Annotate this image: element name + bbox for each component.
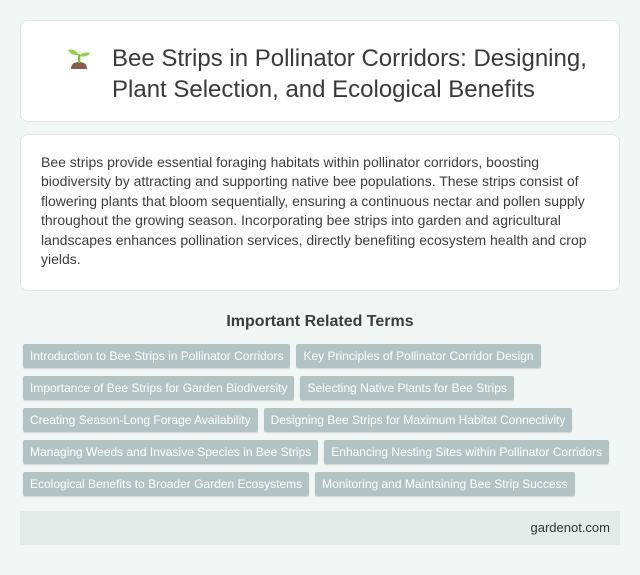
related-term-tag[interactable]: Key Principles of Pollinator Corridor De… (296, 344, 541, 368)
related-term-tag[interactable]: Managing Weeds and Invasive Species in B… (23, 440, 319, 464)
related-term-tag[interactable]: Monitoring and Maintaining Bee Strip Suc… (315, 472, 575, 496)
intro-paragraph: Bee strips provide essential foraging ha… (41, 154, 587, 268)
related-term-tag[interactable]: Designing Bee Strips for Maximum Habitat… (263, 408, 573, 432)
related-term-tag[interactable]: Ecological Benefits to Broader Garden Ec… (23, 472, 310, 496)
title-card: Bee Strips in Pollinator Corridors: Desi… (20, 20, 620, 122)
footer: gardenot.com (20, 511, 620, 545)
related-term-tag[interactable]: Introduction to Bee Strips in Pollinator… (23, 344, 291, 368)
related-term-tag[interactable]: Selecting Native Plants for Bee Strips (300, 376, 514, 400)
related-term-tag[interactable]: Creating Season-Long Forage Availability (23, 408, 258, 432)
footer-site-name: gardenot.com (530, 520, 611, 535)
intro-card: Bee strips provide essential foraging ha… (20, 134, 620, 291)
sprout-icon (65, 45, 93, 73)
related-terms-list: Introduction to Bee Strips in Pollinator… (23, 344, 623, 496)
page-title: Bee Strips in Pollinator Corridors: Desi… (112, 45, 587, 103)
related-term-tag[interactable]: Enhancing Nesting Sites within Pollinato… (324, 440, 610, 464)
related-term-tag[interactable]: Importance of Bee Strips for Garden Biod… (23, 376, 295, 400)
related-terms-heading: Important Related Terms (226, 313, 414, 330)
